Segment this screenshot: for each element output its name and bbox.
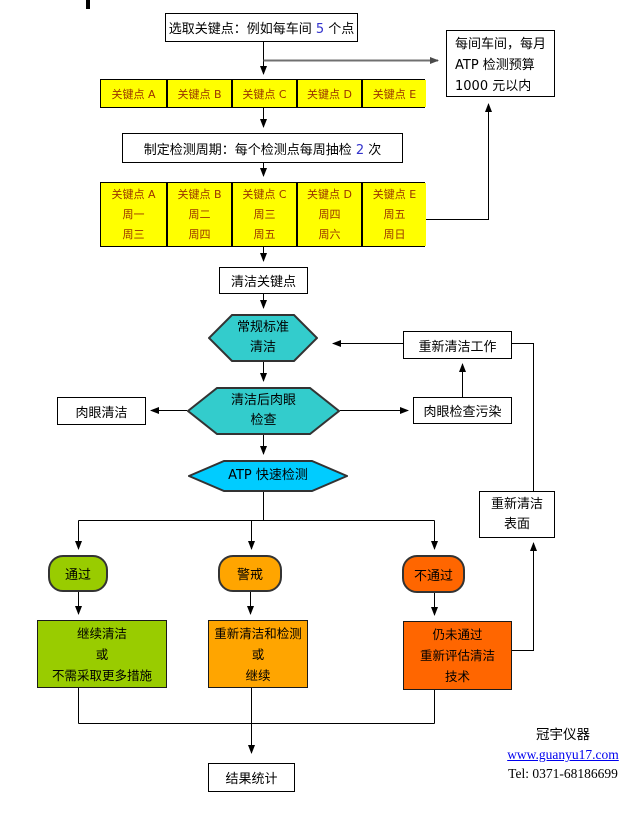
schedule-b-cell: 关键点 B 周二 周四 [166,183,231,246]
clean-key-points-box: 清洁关键点 [219,267,308,294]
visually-clean-box: 肉眼清洁 [57,397,146,425]
reclean-surface-box: 重新清洁 表面 [479,491,555,538]
action-caution-box: 重新清洁和检测 或 继续 [208,620,308,688]
atp-budget-box: 每间车间，每月 ATP 检测预算 1000 元以内 [446,30,555,97]
result-pass-pill: 通过 [48,555,108,592]
footer-company-info: 冠宇仪器 www.guanyu17.com Tel: 0371-68186699 [492,726,634,783]
hexagon-shape [208,314,318,362]
key-point-row-1: 关键点 A 关键点 B 关键点 C 关键点 D 关键点 E [100,79,426,108]
cycle-count-number: 2 [355,142,365,158]
key-point-b-cell: 关键点 B [166,80,231,107]
testing-cycle-box: 制定检测周期：每个检测点每周抽检 2 次 [122,133,403,163]
visual-inspection-hexagon: 清洁后肉眼 检查 [187,387,340,435]
key-point-schedule-row: 关键点 A 周一 周三 关键点 B 周二 周四 关键点 C 周三 周五 关键点 … [100,182,426,247]
action-pass-box: 继续清洁 或 不需采取更多措施 [37,620,167,688]
action-fail-box: 仍未通过 重新评估清洁 技术 [403,621,512,690]
result-caution-pill: 警戒 [218,555,282,592]
company-website-link[interactable]: www.guanyu17.com [507,747,619,762]
schedule-a-cell: 关键点 A 周一 周三 [101,183,166,246]
select-key-points-box: 选取关键点：例如每车间 5 个点 [165,13,358,42]
key-point-c-cell: 关键点 C [231,80,296,107]
result-fail-pill: 不通过 [402,555,465,593]
standard-cleaning-hexagon: 常规标准 清洁 [208,314,318,362]
result-statistics-box: 结果统计 [208,763,295,792]
atp-rapid-test-hexagon: ATP 快速检测 [188,460,348,492]
select-key-points-text: 选取关键点：例如每车间 5 个点 [168,22,355,37]
page-edge-mark [86,0,90,9]
schedule-e-cell: 关键点 E 周五 周日 [361,183,426,246]
hexagon-shape [188,460,348,492]
company-telephone: Tel: 0371-68186699 [508,766,618,781]
key-point-a-cell: 关键点 A [101,80,166,107]
standard-cleaning-label: 常规标准 清洁 [236,320,289,355]
points-count-number: 5 [315,22,325,37]
visual-inspection-label: 清洁后肉眼 检查 [230,393,296,428]
atp-rapid-test-label: ATP 快速检测 [228,468,308,483]
redo-cleaning-work-box: 重新清洁工作 [403,331,512,359]
key-point-d-cell: 关键点 D [296,80,361,107]
testing-cycle-text: 制定检测周期：每个检测点每周抽检 2 次 [143,142,382,158]
company-name: 冠宇仪器 [536,727,590,743]
key-point-e-cell: 关键点 E [361,80,426,107]
schedule-d-cell: 关键点 D 周四 周六 [296,183,361,246]
schedule-c-cell: 关键点 C 周三 周五 [231,183,296,246]
visual-contamination-box: 肉眼检查污染 [413,397,512,424]
hexagon-shape [187,387,340,435]
